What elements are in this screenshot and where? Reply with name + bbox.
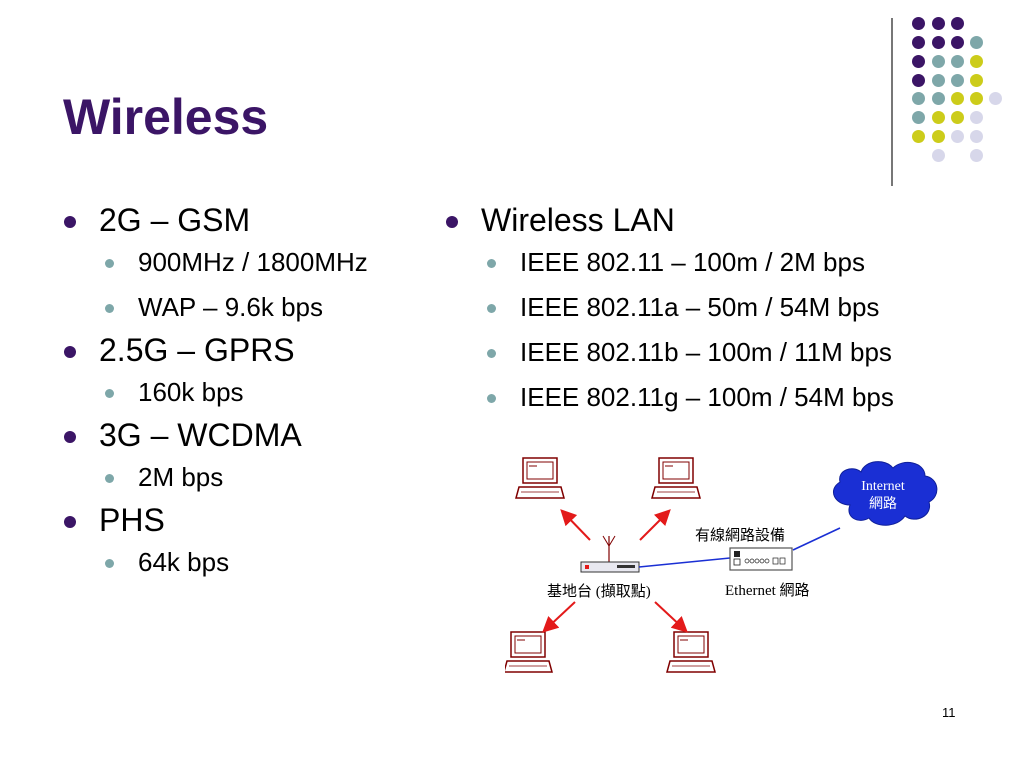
signal-arrow (542, 601, 576, 633)
decor-dot (932, 74, 945, 87)
decor-dot (970, 74, 983, 87)
decor-dot (951, 130, 964, 143)
decor-dot (932, 55, 945, 68)
decor-dot (912, 55, 925, 68)
signal-arrow (639, 509, 671, 541)
laptop-icon (505, 631, 553, 673)
sub-bullet: IEEE 802.11 – 100m / 2M bps (444, 240, 894, 285)
left-bullet-list: 2G – GSM 900MHz / 1800MHz WAP – 9.6k bps… (62, 200, 368, 585)
decor-dot (989, 92, 1002, 105)
decor-dot (970, 55, 983, 68)
router-icon (729, 547, 793, 571)
laptop-icon (651, 457, 701, 499)
decorative-divider (891, 18, 893, 186)
internet-label: Internet (861, 479, 905, 494)
bullet-wireless-lan: Wireless LAN (444, 200, 894, 240)
decor-dot (932, 92, 945, 105)
sub-bullet: WAP – 9.6k bps (62, 285, 368, 330)
sub-bullet: 160k bps (62, 370, 368, 415)
laptop-icon (666, 631, 716, 673)
bullet-2-5g: 2.5G – GPRS (62, 330, 368, 370)
slide-title: Wireless (63, 89, 269, 145)
bullet-phs: PHS (62, 500, 368, 540)
bullet-2g: 2G – GSM (62, 200, 368, 240)
ethernet-link (638, 557, 731, 568)
page-number: 11 (942, 705, 956, 720)
decor-dot (932, 130, 945, 143)
decor-dot (932, 36, 945, 49)
sub-bullet: IEEE 802.11g – 100m / 54M bps (444, 375, 894, 420)
laptop-icon (515, 457, 565, 499)
network-diagram: Internet 網路 有線網路設備 基地台 (擷取點) Ethernet 網路 (505, 457, 938, 673)
base-station-label: 基地台 (擷取點) (547, 583, 651, 600)
decor-dot (912, 17, 925, 30)
bullet-3g: 3G – WCDMA (62, 415, 368, 455)
right-bullet-list: Wireless LAN IEEE 802.11 – 100m / 2M bps… (444, 200, 894, 420)
decor-dot (951, 92, 964, 105)
decor-dot (970, 130, 983, 143)
decor-dot (912, 130, 925, 143)
internet-cloud-icon: Internet 網路 (832, 461, 938, 526)
signal-arrow (560, 509, 591, 541)
sub-bullet: 64k bps (62, 540, 368, 585)
decor-dot (932, 111, 945, 124)
internet-link (792, 527, 841, 551)
decor-dot (970, 111, 983, 124)
decor-dot (970, 36, 983, 49)
sub-bullet: IEEE 802.11a – 50m / 54M bps (444, 285, 894, 330)
signal-arrow (654, 601, 688, 633)
access-point-icon (580, 535, 640, 573)
decor-dot (951, 55, 964, 68)
decor-dot (951, 17, 964, 30)
sub-bullet: 900MHz / 1800MHz (62, 240, 368, 285)
decor-dot (932, 17, 945, 30)
router-label: 有線網路設備 (695, 527, 785, 544)
decor-dot (912, 92, 925, 105)
sub-bullet: IEEE 802.11b – 100m / 11M bps (444, 330, 894, 375)
decor-dot (951, 36, 964, 49)
decor-dot (932, 149, 945, 162)
decor-dot (970, 149, 983, 162)
decor-dot (912, 111, 925, 124)
decor-dot (970, 92, 983, 105)
decor-dot (912, 36, 925, 49)
sub-bullet: 2M bps (62, 455, 368, 500)
decor-dot (912, 74, 925, 87)
ethernet-label: Ethernet 網路 (725, 582, 810, 599)
internet-label-zh: 網路 (869, 496, 897, 512)
decor-dot (951, 74, 964, 87)
decor-dot (951, 111, 964, 124)
